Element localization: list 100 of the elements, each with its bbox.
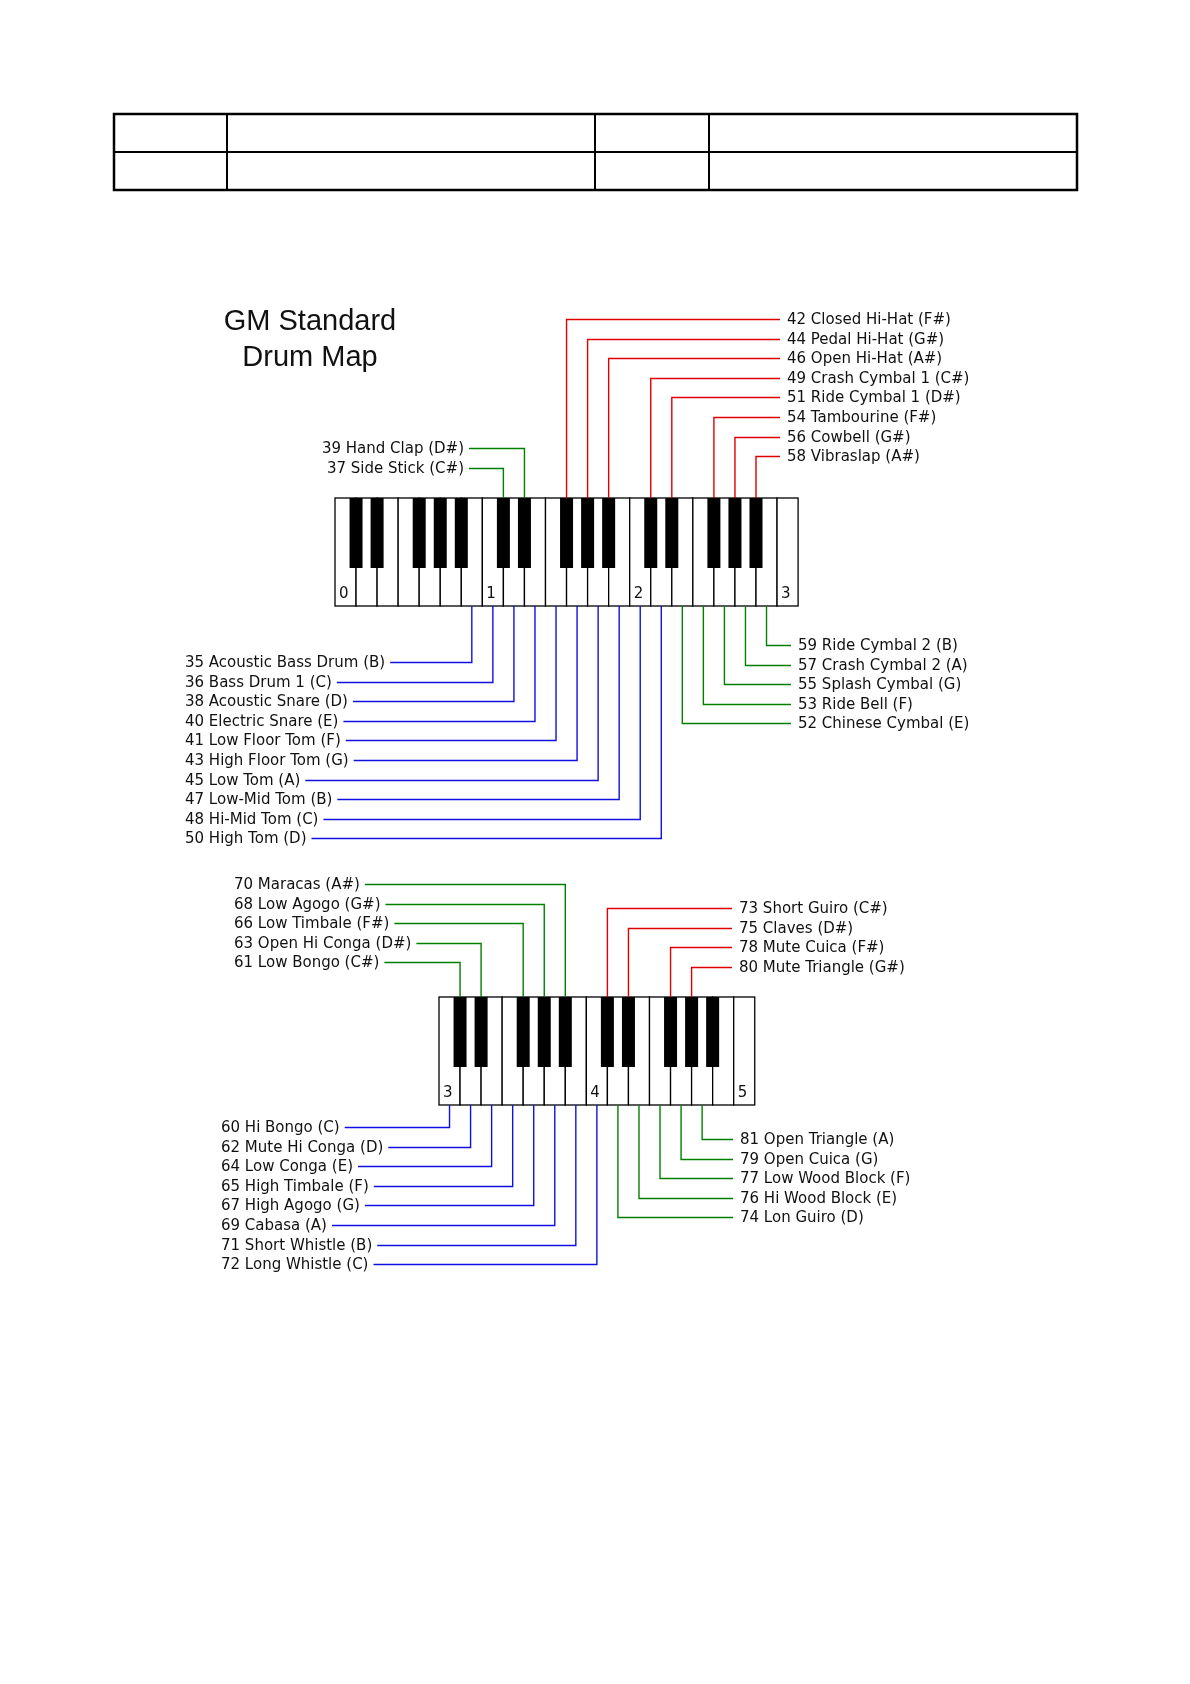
- drum-label: 76 Hi Wood Block (E): [740, 1188, 898, 1207]
- leader-line: [755, 455, 781, 499]
- leader-line: [468, 447, 526, 499]
- drum-label: 57 Crash Cymbal 2 (A): [798, 655, 968, 674]
- leader-line: [364, 883, 566, 998]
- leader-line: [586, 338, 781, 499]
- leader-line: [344, 1104, 451, 1129]
- drum-label: 66 Low Timbale (F#): [234, 914, 390, 933]
- drum-label: 69 Cabasa (A): [221, 1216, 327, 1234]
- drum-label: 37 Side Stick (C#): [326, 458, 464, 477]
- octave-number: 1: [486, 584, 496, 602]
- leader-line: [342, 605, 536, 723]
- drum-label: 46 Open Hi-Hat (A#): [787, 349, 943, 368]
- leader-line: [336, 605, 620, 801]
- leader-line: [310, 605, 662, 840]
- drum-label: 52 Chinese Cymbal (E): [798, 714, 970, 733]
- piano-keyboard-drawing: [334, 497, 799, 607]
- drum-label: 44 Pedal Hi-Hat (G#): [787, 329, 945, 348]
- drum-label: 78 Mute Cuica (F#): [739, 938, 885, 957]
- drum-label: 67 High Agogo (G): [221, 1196, 360, 1215]
- leader-line: [357, 1104, 493, 1168]
- drum-label: 35 Acoustic Bass Drum (B): [185, 653, 386, 671]
- drum-label: 72 Long Whistle (C): [221, 1255, 369, 1274]
- leader-line: [744, 605, 792, 667]
- drum-label: 79 Open Cuica (G): [740, 1149, 879, 1168]
- drum-label: 49 Crash Cymbal 1 (C#): [787, 368, 970, 387]
- drum-label: 74 Lon Guiro (D): [740, 1208, 864, 1227]
- drum-label: 58 Vibraslap (A#): [787, 447, 920, 466]
- drum-label: 45 Low Tom (A): [185, 770, 301, 789]
- leader-line: [376, 1104, 577, 1247]
- leader-line: [372, 1104, 598, 1266]
- octave-number: 0: [339, 584, 349, 602]
- drum-label: 65 High Timbale (F): [221, 1176, 369, 1195]
- drum-label: 55 Splash Cymbal (G): [798, 675, 962, 694]
- drum-label: 43 High Floor Tom (G): [185, 751, 349, 769]
- leader-line: [364, 1104, 535, 1207]
- drum-label: 47 Low-Mid Tom (B): [185, 790, 333, 809]
- drum-label: 51 Ride Cymbal 1 (D#): [787, 388, 961, 407]
- leader-line: [690, 966, 733, 998]
- drum-label: 73 Short Guiro (C#): [739, 899, 888, 917]
- leader-line: [702, 605, 792, 706]
- leader-line: [415, 942, 482, 998]
- drum-label: 75 Claves (D#): [739, 918, 854, 937]
- drum-label: 70 Maracas (A#): [234, 875, 360, 893]
- leader-line: [331, 1104, 556, 1227]
- octave-number: 3: [443, 1083, 453, 1101]
- leader-line: [353, 605, 578, 762]
- drum-label: 39 Hand Clap (D#): [321, 439, 464, 457]
- drum-label: 53 Ride Bell (F): [798, 694, 913, 713]
- drum-label: 59 Ride Cymbal 2 (B): [798, 636, 958, 654]
- drum-label: 41 Low Floor Tom (F): [185, 731, 341, 750]
- drum-label: 60 Hi Bongo (C): [221, 1118, 340, 1136]
- leader-line: [681, 605, 792, 725]
- drum-label: 80 Mute Triangle (G#): [739, 957, 905, 976]
- leader-line: [336, 605, 494, 684]
- leader-line: [671, 396, 781, 499]
- drum-label: 54 Tambourine (F#): [787, 408, 937, 426]
- drum-label: 63 Open Hi Conga (D#): [234, 933, 412, 952]
- octave-number: 3: [781, 584, 791, 602]
- leader-line: [713, 416, 781, 499]
- title: GM Standard Drum Map: [222, 303, 398, 374]
- leader-line: [765, 605, 792, 647]
- leader-line: [627, 927, 733, 998]
- drum-label: 68 Low Agogo (G#): [234, 894, 381, 913]
- leader-line: [669, 946, 733, 998]
- leader-line: [304, 605, 599, 782]
- leader-line: [734, 436, 781, 499]
- drum-label: 61 Low Bongo (C#): [234, 953, 380, 972]
- leader-line: [322, 605, 641, 821]
- drum-label: 36 Bass Drum 1 (C): [185, 672, 332, 691]
- drum-label: 42 Closed Hi-Hat (F#): [787, 310, 951, 328]
- leader-line: [389, 605, 473, 664]
- drum-label: 40 Electric Snare (E): [185, 711, 339, 730]
- leader-line: [345, 605, 557, 742]
- leader-line: [387, 1104, 472, 1149]
- drum-label: 38 Acoustic Snare (D): [185, 692, 348, 711]
- drum-label: 81 Open Triangle (A): [740, 1130, 895, 1148]
- leader-line: [659, 1104, 734, 1180]
- leader-line: [352, 605, 515, 703]
- octave-number: 2: [633, 584, 644, 602]
- drum-label: 77 Low Wood Block (F): [740, 1169, 911, 1188]
- leader-line: [565, 318, 781, 499]
- leader-line: [701, 1104, 734, 1141]
- leader-line: [468, 467, 505, 499]
- drum-label: 64 Low Conga (E): [221, 1157, 353, 1176]
- leader-line: [393, 922, 524, 998]
- leader-line: [373, 1104, 514, 1188]
- leader-line: [607, 357, 781, 499]
- drum-label: 50 High Tom (D): [185, 829, 307, 848]
- leader-line: [680, 1104, 734, 1161]
- leader-line: [383, 961, 461, 998]
- drum-label: 71 Short Whistle (B): [221, 1235, 373, 1254]
- leader-line: [650, 377, 781, 499]
- leader-line: [723, 605, 792, 686]
- leader-line: [638, 1104, 734, 1200]
- leader-line: [606, 907, 733, 998]
- piano-keyboard-drawing: [438, 996, 756, 1106]
- drum-label: 62 Mute Hi Conga (D): [221, 1137, 384, 1156]
- drum-label: 56 Cowbell (G#): [787, 427, 911, 446]
- octave-number: 5: [737, 1083, 748, 1101]
